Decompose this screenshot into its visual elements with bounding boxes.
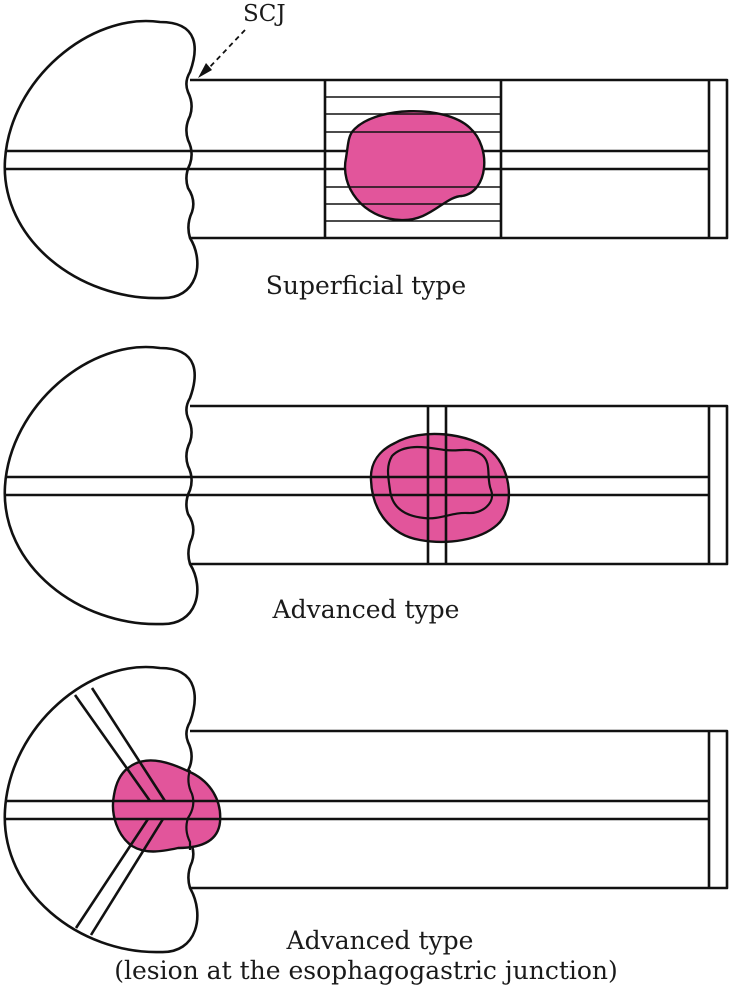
stomach-outline xyxy=(3,345,199,626)
scj-arrow-line xyxy=(206,29,246,71)
lesion xyxy=(343,110,486,222)
panel-advanced-egj xyxy=(3,665,729,954)
radial-cut-lower-a xyxy=(74,818,150,929)
caption-advanced: Advanced type xyxy=(272,595,460,624)
caption-advanced-egj-line2: (lesion at the esophagogastric junction) xyxy=(114,956,618,985)
scj-arrow-head xyxy=(198,63,212,78)
esophagus-outline xyxy=(190,78,729,240)
stomach-outline xyxy=(3,19,199,300)
lesion xyxy=(111,759,222,853)
panel-superficial xyxy=(3,19,729,300)
junction-line xyxy=(185,769,195,850)
lesion-outer xyxy=(369,432,510,543)
stomach-outline xyxy=(3,665,199,954)
radial-cut-upper-a xyxy=(73,694,152,802)
caption-advanced-egj-line1: Advanced type xyxy=(286,926,474,955)
panel-advanced xyxy=(3,345,729,626)
section-lines xyxy=(325,96,501,222)
esophagus-outline xyxy=(190,404,729,566)
esophagus-outline xyxy=(190,729,729,890)
radial-cut-upper-b xyxy=(90,687,167,802)
scj-label: SCJ xyxy=(243,1,286,27)
caption-superficial: Superficial type xyxy=(265,271,467,300)
radial-cut-lower-b xyxy=(89,818,165,936)
